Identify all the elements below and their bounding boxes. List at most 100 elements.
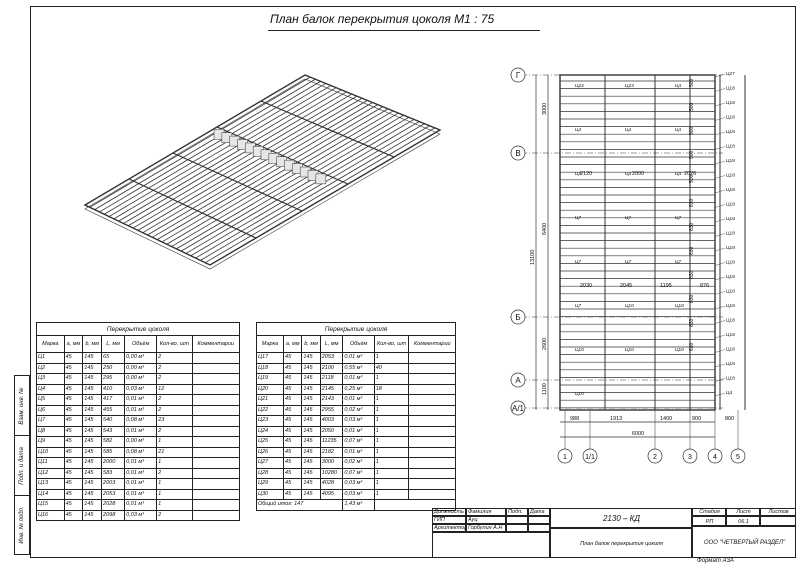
- dimension-label: 2030: [580, 283, 592, 289]
- beam-mark: Ц10: [625, 347, 634, 353]
- table-cell: Ц26: [255, 446, 285, 458]
- table-cell: Ц11: [36, 457, 65, 469]
- table-cell: 1: [373, 394, 410, 406]
- table-cell: [408, 404, 456, 416]
- leader-line: [714, 218, 726, 223]
- table-cell: 0,00 м³: [124, 436, 158, 448]
- table-cell: 1: [156, 478, 193, 490]
- axis-label: 5: [736, 454, 740, 461]
- beam-mark: Ц7: [675, 215, 682, 221]
- table-cell: 45: [63, 425, 84, 437]
- column-header: a, мм: [63, 335, 84, 353]
- table-cell: [191, 404, 241, 416]
- table-cell: 0,01 м³: [124, 404, 158, 416]
- table-cell: 0,01 м³: [342, 446, 375, 458]
- title-underline: [268, 30, 540, 31]
- table-cell: 21: [156, 446, 193, 458]
- table-cell: 1: [156, 436, 193, 448]
- table-cell: [408, 478, 456, 490]
- dimension-total: 13100: [530, 250, 536, 265]
- table-cell: Ц12: [36, 467, 65, 479]
- table-cell: 410: [101, 383, 126, 395]
- table-cell: Ц7: [36, 415, 65, 427]
- leader-line: [714, 131, 726, 136]
- stamp-role: Архитектор: [432, 524, 466, 532]
- axis-label: 1/1: [585, 454, 595, 461]
- table-cell: Ц5: [36, 394, 65, 406]
- table-cell: 4095: [319, 488, 344, 500]
- table-cell: 0,00 м³: [124, 373, 158, 385]
- beam-mark: Ц7: [625, 215, 632, 221]
- axis-bubble: [510, 145, 526, 161]
- table-cell: 0,02 м³: [342, 404, 375, 416]
- table-cell: 295: [101, 373, 126, 385]
- table-cell: 417: [101, 394, 126, 406]
- table-cell: 145: [82, 457, 103, 469]
- leader-line: [714, 334, 726, 339]
- table-cell: 145: [301, 446, 321, 458]
- table-cell: 145: [301, 362, 321, 374]
- table-cell: 145: [301, 383, 321, 395]
- table-cell: 2: [156, 394, 193, 406]
- axis-bubble: [510, 372, 526, 388]
- table-cell: 0,25 м³: [342, 383, 375, 395]
- leader-line: [714, 363, 726, 368]
- table-cell: 45: [63, 383, 84, 395]
- drawing-title: План балок перекрытия цоколя М1 : 75: [270, 12, 495, 26]
- table-cell: 0,07 м³: [342, 436, 375, 448]
- table-cell: 45: [63, 373, 84, 385]
- table-cell: Ц29: [255, 478, 285, 490]
- axis-bubble: [582, 448, 598, 464]
- table-cell: 45: [283, 373, 303, 385]
- iso-beam: [161, 108, 389, 243]
- beam-mark: Ц18: [726, 347, 735, 353]
- beam-mark: Ц22: [575, 83, 584, 89]
- iso-beam: [176, 114, 404, 250]
- table-cell: 145: [82, 352, 103, 364]
- leader-line: [714, 233, 726, 237]
- leader-line: [714, 392, 726, 397]
- table-cell: 2100: [319, 362, 344, 374]
- iso-beam: [128, 93, 352, 227]
- beam-mark: Ц18: [726, 361, 735, 367]
- dimension-label: 1400: [660, 416, 672, 422]
- table-cell: 145: [82, 488, 103, 500]
- table-cell: 45: [283, 425, 303, 437]
- dimension-label: 988: [570, 416, 579, 422]
- beam-mark: Ц7: [575, 259, 582, 265]
- beam-mark: Ц18: [726, 274, 735, 280]
- drawing-frame: [30, 6, 796, 558]
- table-cell: 145: [82, 499, 103, 511]
- dimension-label: 2026: [684, 171, 696, 177]
- table-cell: 0,00 м³: [124, 352, 158, 364]
- beam-mark: Ц18: [726, 216, 735, 222]
- column-header: Объём: [124, 335, 158, 353]
- table-cell: Ц3: [36, 373, 65, 385]
- table-cell: 2053: [319, 352, 344, 364]
- table-cell: [408, 425, 456, 437]
- beam-mark: Ц18: [726, 144, 735, 150]
- table-cell: 582: [101, 436, 126, 448]
- table-cell: 1: [373, 373, 410, 385]
- slab-outline: [83, 74, 442, 266]
- leader-line: [714, 204, 726, 208]
- dimension-label: 630: [689, 198, 695, 207]
- beam-mark: Ц18: [726, 303, 735, 309]
- table-cell: 2003: [101, 478, 126, 490]
- iso-beam: [180, 116, 410, 252]
- leader-line: [714, 320, 726, 324]
- axis-bubble: [730, 448, 746, 464]
- axis-label: 2: [653, 454, 657, 461]
- table-cell: Ц17: [255, 352, 285, 364]
- leader-line: [714, 73, 726, 78]
- table-cell: 145: [301, 478, 321, 490]
- beam-mark: Ц18: [726, 245, 735, 251]
